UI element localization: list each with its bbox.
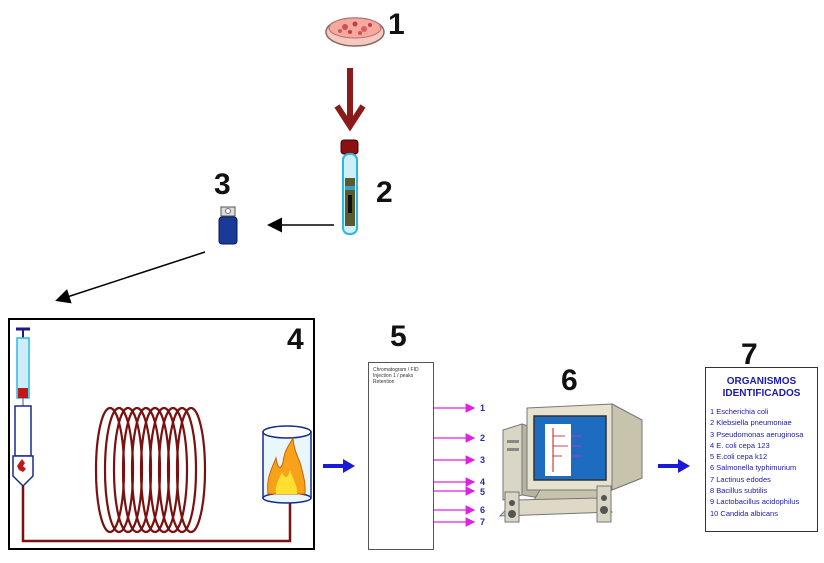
identified-organisms-panel: ORGANISMOS IDENTIFICADOS 1 Escherichia c… xyxy=(705,367,818,532)
organism-list: 1 Escherichia coli 2 Klebsiella pneumoni… xyxy=(710,406,817,519)
arrow-3-to-4 xyxy=(55,251,206,304)
test-tube-icon xyxy=(340,139,359,235)
results-title: ORGANISMOS IDENTIFICADOS xyxy=(706,376,817,400)
vial-icon xyxy=(218,206,238,245)
organism-item: 6 Salmonella typhimurium xyxy=(710,463,797,473)
peak-label: 7 xyxy=(480,517,486,527)
peak-label: 1 xyxy=(480,403,486,413)
step-6-label: 6 xyxy=(561,364,578,397)
results-title-line: IDENTIFICADOS xyxy=(722,388,801,399)
chromatogram-header: Chromatogram / FID Injection 1 / peaks R… xyxy=(373,367,431,385)
step-1-label: 1 xyxy=(388,8,405,41)
red-arrow-down xyxy=(334,68,366,132)
petri-dish-icon xyxy=(325,17,385,47)
step-4-label: 4 xyxy=(287,323,304,356)
organism-item: 4 E. coli cepa 123 xyxy=(710,440,770,450)
peak-label: 2 xyxy=(480,433,486,443)
organism-item: 10 Candida albicans xyxy=(710,508,778,518)
computer-icon xyxy=(498,403,643,523)
organism-item: 1 Escherichia coli xyxy=(710,407,769,416)
organism-item: 9 Lactobacillus acidophilus xyxy=(710,497,800,507)
step-3-label: 3 xyxy=(214,168,231,201)
gas-chromatograph-system xyxy=(12,327,312,543)
peak-label: 3 xyxy=(480,455,486,465)
gc-panel xyxy=(8,318,315,550)
results-title-line: ORGANISMOS xyxy=(726,376,797,387)
peak-label: 5 xyxy=(480,487,486,497)
chromatogram-header-line: Chromatogram / FID xyxy=(373,367,419,373)
peak-label: 6 xyxy=(480,505,486,515)
organism-item: 8 Bacillus subtilis xyxy=(710,486,768,496)
step-7-label: 7 xyxy=(741,338,758,371)
chromatogram-header-line: Retention xyxy=(373,379,395,385)
organism-item: 5 E.coli cepa k12 xyxy=(710,452,768,462)
chromatogram-header-line: Injection 1 / peaks xyxy=(373,373,414,379)
organism-item: 2 Klebsiella pneumoniae xyxy=(710,418,792,428)
blue-arrow-4-to-5 xyxy=(323,459,355,473)
step-2-label: 2 xyxy=(376,176,393,209)
chromatogram-sheet: Chromatogram / FID Injection 1 / peaks R… xyxy=(368,362,434,550)
step-5-label: 5 xyxy=(390,320,407,353)
organism-item: 3 Pseudomonas aeruginosa xyxy=(710,429,804,439)
blue-arrow-6-to-7 xyxy=(658,459,690,473)
organism-item: 7 Lactinus edodes xyxy=(710,474,771,484)
peak-label: 4 xyxy=(480,477,486,487)
